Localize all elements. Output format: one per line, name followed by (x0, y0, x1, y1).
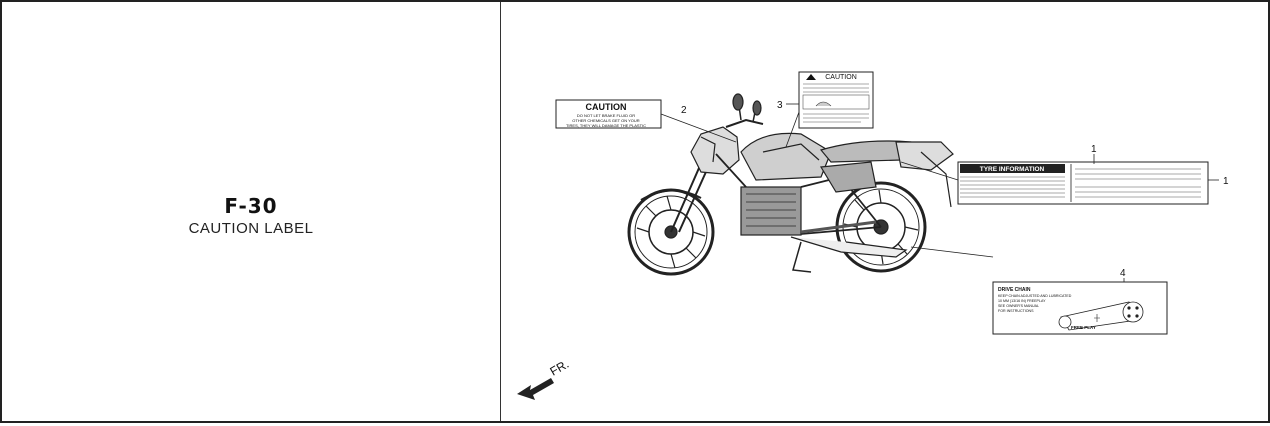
tyre-info-label: TYRE INFORMATION (957, 161, 1209, 205)
front-direction-arrow: FR. (517, 357, 571, 400)
callout-1-top: 1 (1091, 144, 1097, 155)
callout-4: 4 (1120, 268, 1126, 279)
callout-2: 2 (681, 105, 687, 116)
drive-chain-line-2: 10 MM (13/16 IN) FREEPLAY (998, 299, 1046, 303)
drive-chain-line-3: SEE OWNER'S MANUAL (998, 304, 1039, 308)
figure-title: CAUTION LABEL (188, 220, 314, 237)
caution-label-fluid: CAUTION DO NOT LET BRAKE FLUID OR OTHER … (555, 99, 662, 129)
caution-fluid-heading: CAUTION (586, 102, 627, 112)
tyre-info-heading: TYRE INFORMATION (980, 166, 1045, 173)
caution-fluid-line-1: DO NOT LET BRAKE FLUID OR (577, 113, 635, 118)
caution-fluid-line-2: OTHER CHEMICALS GET ON YOUR (572, 118, 640, 123)
callout-1-right: 1 (1223, 176, 1229, 187)
diagram-panel: CAUTION DO NOT LET BRAKE FLUID OR OTHER … (501, 2, 1268, 421)
drive-chain-line-1: KEEP CHAIN ADJUSTED AND LUBRICATED (998, 294, 1072, 298)
motorcycle-drawing (627, 93, 954, 276)
engine (740, 186, 802, 236)
caution-main-heading: CAUTION (825, 74, 857, 81)
caution-fluid-line-3: TIRES, THEY WILL DAMAGE THE PLASTIC (566, 123, 646, 128)
drive-chain-freeplay: FREE PLAY (1071, 325, 1096, 330)
caution-label-main: CAUTION (798, 71, 874, 129)
tail-cowl (895, 141, 954, 171)
drive-chain-line-4: FOR INSTRUCTIONS (998, 309, 1034, 313)
fuel-tank (740, 132, 832, 181)
callout-3: 3 (777, 100, 783, 111)
motorcycle-diagram: CAUTION DO NOT LET BRAKE FLUID OR OTHER … (517, 71, 1229, 400)
front-label: FR. (548, 357, 572, 379)
title-panel: F-30 CAUTION LABEL (2, 2, 500, 421)
leader-lines (660, 111, 994, 258)
exhaust (790, 236, 908, 258)
figure-code: F-30 (224, 194, 278, 218)
panel-divider (500, 2, 501, 421)
drive-chain-heading: DRIVE CHAIN (998, 287, 1031, 293)
drive-chain-label: DRIVE CHAIN KEEP CHAIN ADJUSTED AND LUBR… (992, 281, 1168, 335)
